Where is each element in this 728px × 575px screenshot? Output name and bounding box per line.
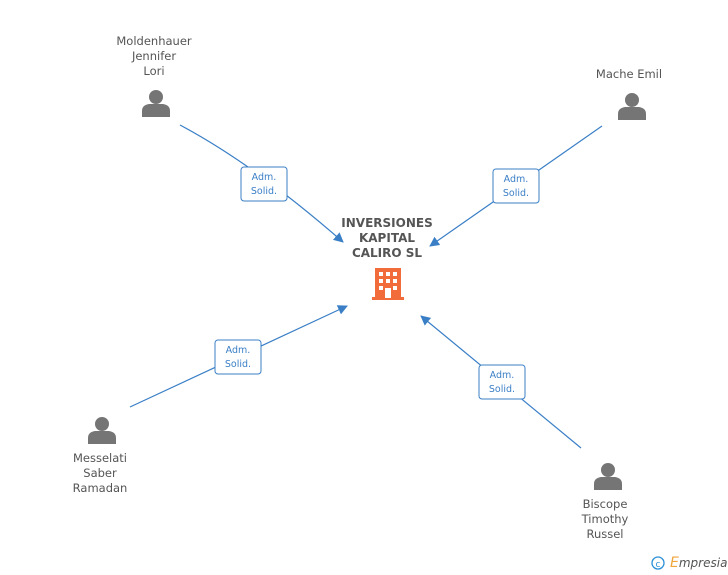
person-name-line1: Moldenhauer (116, 34, 192, 48)
copyright-letter: c (656, 560, 661, 570)
edge-label-biscope[interactable]: Adm. Solid. (478, 364, 526, 400)
edge-label-biscope-line1: Adm. (490, 370, 515, 381)
edge-label-moldenhauer-line1: Adm. (252, 172, 277, 183)
edge-label-moldenhauer[interactable]: Adm. Solid. (240, 166, 288, 202)
person-name-line1: Biscope (583, 497, 628, 511)
brand-initial: E (670, 555, 679, 571)
person-name-line2: Jennifer (131, 49, 176, 63)
brand-name: Empresia (670, 555, 727, 571)
company-name-line1: INVERSIONES (341, 216, 432, 230)
person-icon (618, 93, 646, 120)
person-name-line1: Mache Emil (596, 67, 662, 81)
person-name-line2: Timothy (581, 512, 629, 526)
footer-brand: c Empresia (651, 555, 727, 571)
person-node-moldenhauer[interactable]: Moldenhauer Jennifer Lori (116, 34, 192, 117)
company-name-line3: CALIRO SL (352, 246, 422, 260)
edge-label-moldenhauer-line2: Solid. (251, 186, 277, 197)
building-icon (372, 268, 404, 300)
brand-rest: mpresia (679, 556, 728, 570)
person-icon (142, 90, 170, 117)
person-node-messelati[interactable]: Messelati Saber Ramadan (73, 417, 128, 495)
person-node-mache[interactable]: Mache Emil (596, 67, 662, 120)
person-name-line1: Messelati (73, 451, 127, 465)
person-name-line3: Ramadan (73, 481, 128, 495)
person-name-line3: Lori (143, 64, 164, 78)
person-name-line2: Saber (83, 466, 117, 480)
company-node[interactable]: INVERSIONES KAPITAL CALIRO SL (341, 216, 433, 300)
person-node-biscope[interactable]: Biscope Timothy Russel (581, 463, 629, 541)
edge-label-messelati[interactable]: Adm. Solid. (214, 339, 262, 375)
edge-label-biscope-line2: Solid. (489, 384, 515, 395)
edge-label-mache-line2: Solid. (503, 188, 529, 199)
copyright-circle-icon (651, 556, 665, 570)
person-name-line3: Russel (586, 527, 623, 541)
person-icon (594, 463, 622, 490)
edge-label-messelati-line2: Solid. (225, 359, 251, 370)
edge-label-messelati-line1: Adm. (226, 345, 251, 356)
company-name-line2: KAPITAL (359, 231, 415, 245)
person-icon (88, 417, 116, 444)
edge-label-mache-line1: Adm. (504, 174, 529, 185)
edge-label-mache[interactable]: Adm. Solid. (492, 168, 540, 204)
